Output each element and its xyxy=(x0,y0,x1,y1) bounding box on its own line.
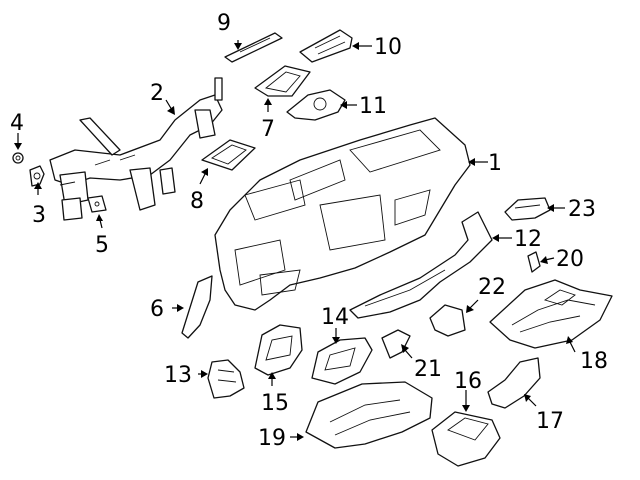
callout-23: 23 xyxy=(568,197,596,222)
part-instrument-cluster xyxy=(311,337,373,385)
callout-4: 4 xyxy=(10,111,24,136)
part-duct xyxy=(504,197,551,221)
callout-3: 3 xyxy=(32,203,46,228)
part-cluster-bezel xyxy=(254,324,303,376)
part-glovebox-door xyxy=(431,411,501,467)
part-switch-bracket xyxy=(429,304,466,337)
part-glove-cover xyxy=(201,139,256,171)
part-glovebox-housing xyxy=(489,279,613,349)
callout-14: 14 xyxy=(321,305,349,330)
part-knee-panel xyxy=(305,381,433,449)
callout-12: 12 xyxy=(514,227,542,252)
part-trim-rail xyxy=(349,211,493,319)
callout-6: 6 xyxy=(150,297,164,322)
callout-labels: 1 2 3 4 5 6 7 8 9 10 11 12 13 14 15 16 1… xyxy=(10,11,608,451)
part-mount-bracket xyxy=(381,329,411,359)
leader-lines xyxy=(14,40,576,441)
callout-21: 21 xyxy=(414,357,442,382)
callout-7: 7 xyxy=(261,117,275,142)
callout-11: 11 xyxy=(359,94,387,119)
part-instrument-panel xyxy=(214,117,471,311)
part-end-cap xyxy=(207,359,245,399)
part-bracket-small xyxy=(87,195,107,213)
callout-20: 20 xyxy=(556,247,584,272)
callout-18: 18 xyxy=(580,349,608,374)
part-bezel-upper xyxy=(254,65,311,97)
callout-8: 8 xyxy=(190,189,204,214)
callout-9: 9 xyxy=(217,11,231,36)
callout-13: 13 xyxy=(164,363,192,388)
callout-15: 15 xyxy=(261,391,289,416)
part-grommet xyxy=(12,152,24,164)
part-vent-panel xyxy=(299,29,353,63)
part-clip-bracket xyxy=(527,251,541,273)
part-side-cover xyxy=(181,275,213,339)
part-cross-car-beam xyxy=(49,77,223,221)
callout-10: 10 xyxy=(374,35,402,60)
part-trim-strip xyxy=(224,32,283,63)
callout-16: 16 xyxy=(454,369,482,394)
part-clip-nut xyxy=(29,165,45,187)
callout-17: 17 xyxy=(536,409,564,434)
callout-22: 22 xyxy=(478,275,506,300)
part-side-panel xyxy=(487,357,541,409)
callout-1: 1 xyxy=(488,151,502,176)
callout-19: 19 xyxy=(258,426,286,451)
callout-5: 5 xyxy=(95,233,109,258)
part-control-panel xyxy=(286,89,346,121)
callout-2: 2 xyxy=(150,81,164,106)
